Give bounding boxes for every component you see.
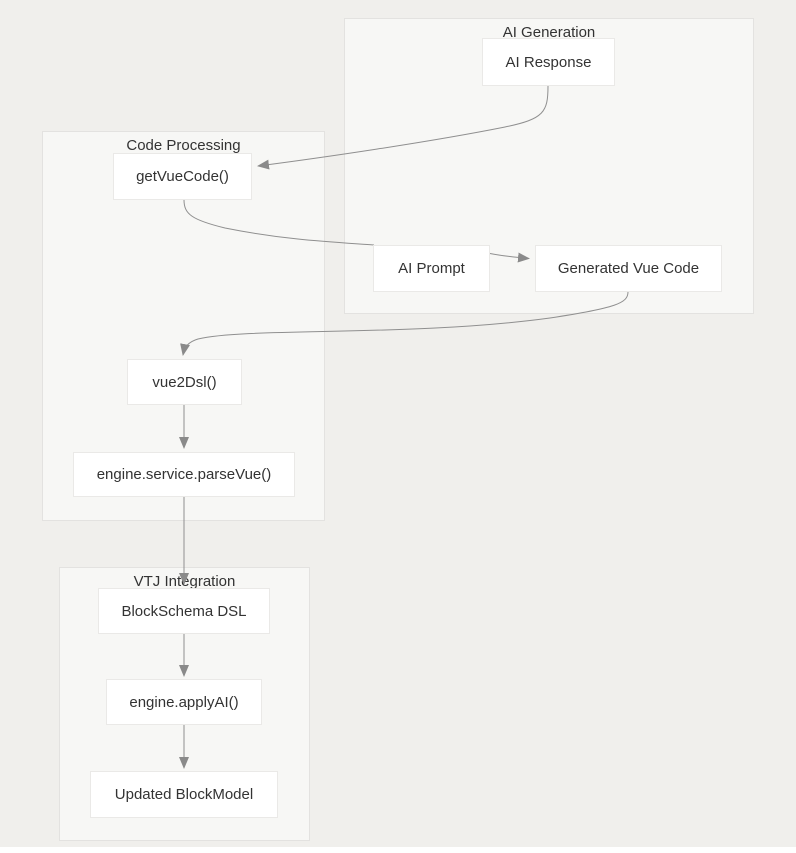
node-parsevue-label: engine.service.parseVue(): [96, 466, 272, 483]
node-vue2dsl-label: vue2Dsl(): [152, 373, 217, 391]
subgraph-ai-generation-title: AI Generation: [502, 24, 596, 41]
node-blockschema-dsl-label: BlockSchema DSL: [121, 602, 247, 620]
node-getvuecode-label: getVueCode(): [136, 168, 229, 185]
node-vue2dsl: vue2Dsl(): [127, 359, 242, 405]
node-applyai: engine.applyAI(): [106, 679, 262, 725]
node-applyai-label: engine.applyAI(): [129, 693, 239, 711]
page-bottom-strip: [0, 847, 796, 853]
subgraph-code-processing-title: Code Processing: [126, 137, 241, 154]
node-generated-vue-code-label: Generated Vue Code: [557, 260, 700, 277]
node-blockschema-dsl: BlockSchema DSL: [98, 588, 270, 634]
node-parsevue: engine.service.parseVue(): [73, 452, 295, 497]
node-ai-response-label: AI Response: [505, 53, 592, 71]
node-ai-prompt: AI Prompt: [373, 245, 490, 292]
node-generated-vue-code: Generated Vue Code: [535, 245, 722, 292]
node-getvuecode: getVueCode(): [113, 153, 252, 200]
node-ai-response: AI Response: [482, 38, 615, 86]
node-updated-blockmodel: Updated BlockModel: [90, 771, 278, 818]
node-ai-prompt-label: AI Prompt: [398, 260, 465, 277]
node-updated-blockmodel-label: Updated BlockModel: [114, 786, 254, 803]
